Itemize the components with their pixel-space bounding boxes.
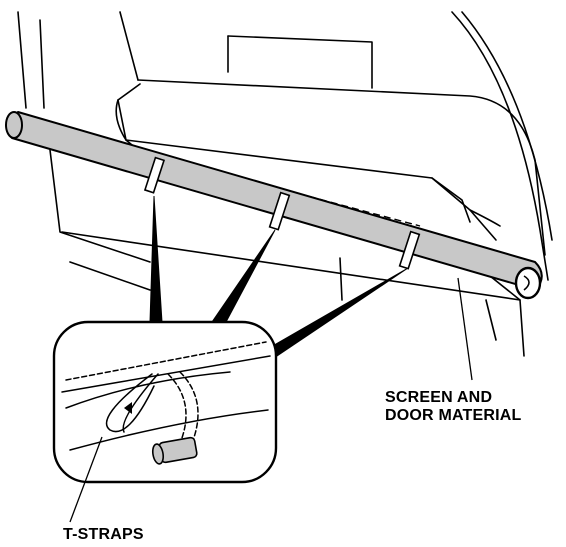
t-strap xyxy=(268,191,291,231)
screen-material-label: SCREEN AND DOOR MATERIAL xyxy=(385,389,522,425)
roll-straps xyxy=(143,156,421,270)
screen-material-label-line2: DOOR MATERIAL xyxy=(385,407,522,424)
screen-material-roll xyxy=(5,111,543,300)
detail-view xyxy=(52,320,278,484)
t-strap xyxy=(143,156,166,194)
screen-material-label-line1: SCREEN AND xyxy=(385,389,493,406)
vehicle-rear-body xyxy=(17,11,553,357)
roll-end xyxy=(514,266,542,300)
t-straps-label: T-STRAPS xyxy=(63,526,144,543)
t-strap xyxy=(398,230,421,270)
screen-material-leader xyxy=(457,277,473,381)
t-straps-leader xyxy=(69,436,103,523)
